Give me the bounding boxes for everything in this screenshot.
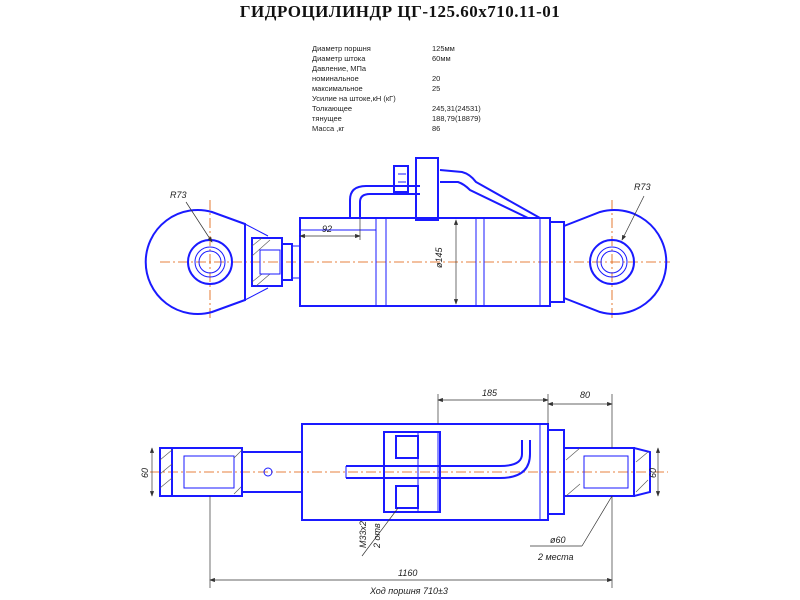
dim-dia-145: ø145: [434, 246, 444, 268]
dim-60-left: 60: [140, 468, 150, 478]
drawing-title: ГИДРОЦИЛИНДР ЦГ-125.60х710.11-01: [239, 2, 561, 21]
spec-value: 188,79(18879): [432, 114, 481, 123]
dim-stroke: Ход поршня 710±3: [369, 586, 448, 596]
dim-80: 80: [580, 390, 590, 400]
spec-label: Давление, МПа: [312, 64, 367, 73]
dim-holes: 2 отв: [372, 523, 382, 549]
dim-92: 92: [322, 224, 332, 234]
dim-dia-60: ø60: [550, 535, 566, 545]
dim-r73-left: R73: [170, 190, 187, 200]
bottom-barrel: [301, 423, 565, 521]
spec-label: тянущее: [312, 114, 342, 123]
right-clevis: [563, 447, 651, 497]
dim-thread: M33x2: [358, 521, 368, 548]
spec-value: 125мм: [432, 44, 455, 53]
dim-185: 185: [482, 388, 498, 398]
spec-label: Масса ,кг: [312, 124, 345, 133]
spec-label: Диаметр штока: [312, 54, 366, 63]
left-rod-eye: [144, 209, 300, 315]
spec-value: 20: [432, 74, 441, 83]
spec-value: 245,31(24531): [432, 104, 481, 113]
right-rod-eye: [563, 209, 668, 315]
spec-label: номинальное: [312, 74, 359, 83]
dim-r73-right: R73: [634, 182, 651, 192]
bottom-view: 185 80 60 60 M33x2 2 отв ø60 2 места 116…: [140, 388, 668, 596]
spec-label: Диаметр поршня: [312, 44, 371, 53]
dim-60-right: 60: [648, 468, 658, 478]
dim-places: 2 места: [537, 552, 573, 562]
top-view: R73 R73 92 ø145: [144, 157, 670, 320]
top-barrel: [299, 217, 565, 307]
spec-value: 25: [432, 84, 441, 93]
dim-1160: 1160: [398, 568, 417, 578]
spec-value: 86: [432, 124, 441, 133]
top-hydraulic-tube: [349, 157, 541, 221]
spec-label: Усилие на штоке,кН (кГ): [312, 94, 396, 103]
spec-label: максимальное: [312, 84, 363, 93]
spec-value: 60мм: [432, 54, 451, 63]
spec-label: Толкающее: [312, 104, 353, 113]
